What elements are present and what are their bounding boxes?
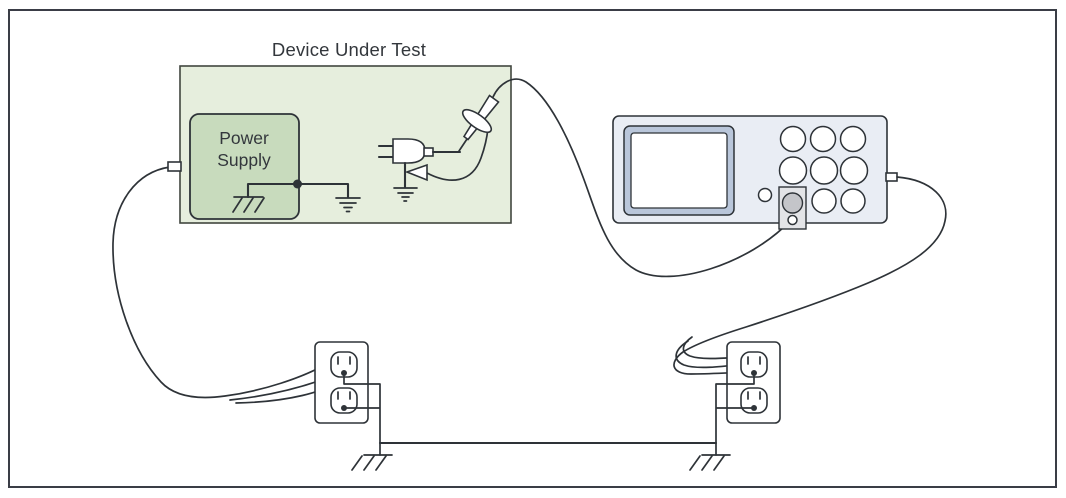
probe-ground-lead [426, 127, 489, 181]
receptacle-slots [747, 391, 761, 400]
ground-hole-dot [341, 405, 347, 411]
gate-input-pins [377, 144, 395, 159]
scope-knob [809, 125, 837, 153]
receptacle-top [740, 351, 768, 378]
ground-hole-dot [751, 405, 757, 411]
earth-ground-icon [393, 187, 418, 202]
power-supply-box: Power Supply [189, 113, 300, 220]
scope-cord-tab [885, 172, 898, 182]
power-supply-body [189, 113, 300, 220]
cord-curl [675, 340, 744, 369]
scope-knob [839, 156, 869, 185]
wall-outlet-right [689, 341, 781, 471]
bnc-connector-icon [778, 186, 807, 230]
scope-indicator-button [757, 187, 773, 203]
ground-hole-dot [751, 370, 757, 376]
bnc-knob [781, 192, 804, 214]
scope-probe-icon [458, 94, 500, 152]
clip-arrow [404, 163, 428, 182]
scope-knob [779, 125, 807, 153]
outlet-ground-wire [715, 375, 755, 456]
probe-cable [492, 78, 791, 278]
receptacle-slots [337, 356, 351, 365]
wall-outlet-left [314, 341, 393, 471]
diagram-frame [8, 9, 1057, 488]
chassis-ground-icon [689, 454, 731, 471]
bnc-jack [787, 214, 798, 226]
power-supply-label-line1: Power [219, 128, 269, 148]
gate-output-pin [423, 147, 434, 157]
dut-cord-tab [167, 161, 182, 172]
scope-knob [809, 156, 839, 185]
power-supply-ground-wiring [232, 179, 361, 213]
scope-screen [630, 132, 728, 209]
ground-hole-dot [341, 370, 347, 376]
probe-collar [461, 108, 493, 134]
scope-knob [840, 188, 866, 214]
junction-dot [293, 179, 302, 189]
receptacle-slots [337, 391, 351, 400]
receptacle-slots [747, 356, 761, 365]
chassis-ground-icon [232, 196, 265, 213]
earth-ground-icon [335, 197, 361, 213]
power-cord [673, 176, 947, 375]
receptacle-bottom [740, 387, 768, 414]
probe-ground-clip-icon [404, 127, 489, 182]
receptacle-top [330, 351, 358, 378]
outlet-ground-wire [343, 375, 381, 456]
scope-knob [778, 156, 808, 185]
scope-knob [811, 188, 837, 214]
oscilloscope [612, 115, 898, 230]
scope-knob-grid [778, 125, 869, 214]
device-under-test-label: Device Under Test [272, 39, 426, 60]
chassis-ground-icon [351, 454, 393, 471]
gate-body [392, 138, 426, 164]
scope-knob [839, 125, 867, 153]
receptacle-bottom [330, 387, 358, 414]
logic-gate-icon [377, 138, 462, 202]
power-supply-label-line2: Supply [217, 150, 271, 170]
